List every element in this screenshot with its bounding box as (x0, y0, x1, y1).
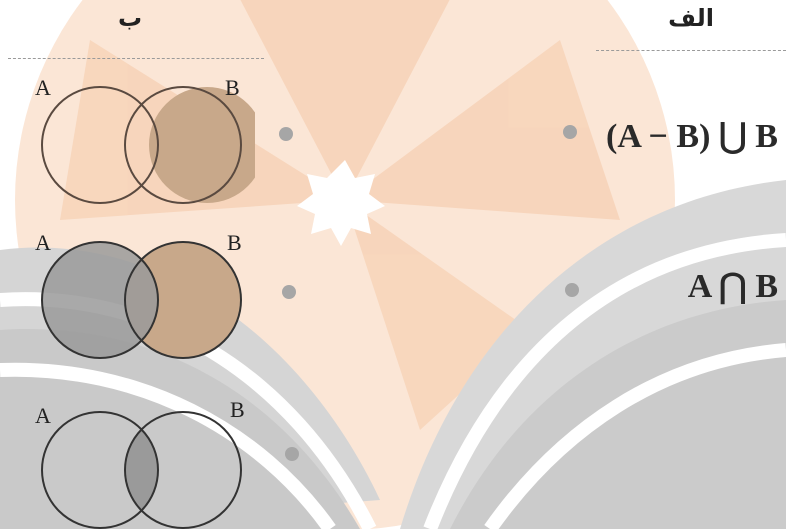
column-header-beh: ب (118, 4, 143, 32)
venn-diagram-1: A B (35, 75, 255, 204)
venn1-label-a: A (35, 75, 51, 100)
venn1-label-b: B (225, 75, 240, 100)
venn2-label-b: B (227, 230, 242, 255)
venn3-label-b: B (230, 397, 245, 422)
venn2-label-a: A (35, 230, 51, 255)
venn2-shade-a (42, 242, 158, 358)
venn-diagram-2: A B (35, 230, 242, 359)
expression-intersection: A ⋂ B (687, 268, 778, 305)
column-header-alef: الف (668, 4, 714, 32)
venn3-circle-a (41, 411, 159, 529)
venn2-circle-a (41, 241, 159, 359)
match-dot-left-1[interactable] (563, 125, 577, 139)
match-dot-left-2[interactable] (565, 283, 579, 297)
match-dot-right-2[interactable] (282, 285, 296, 299)
venn1-circle-b (124, 86, 242, 204)
rule-right (596, 50, 786, 51)
venn2-circle-b (124, 241, 242, 359)
venn3-label-a: A (35, 403, 51, 428)
expression-difference-union: (A − B) ⋃ B (606, 118, 778, 155)
venn1-circle-a (41, 86, 159, 204)
match-dot-right-3[interactable] (285, 447, 299, 461)
venn2-shade-b (125, 242, 241, 358)
venn1-shade-b (149, 87, 255, 203)
match-dot-right-1[interactable] (279, 127, 293, 141)
venn-diagram-3: A B (35, 397, 245, 529)
rule-left (8, 58, 264, 59)
venn3-circle-b (124, 411, 242, 529)
